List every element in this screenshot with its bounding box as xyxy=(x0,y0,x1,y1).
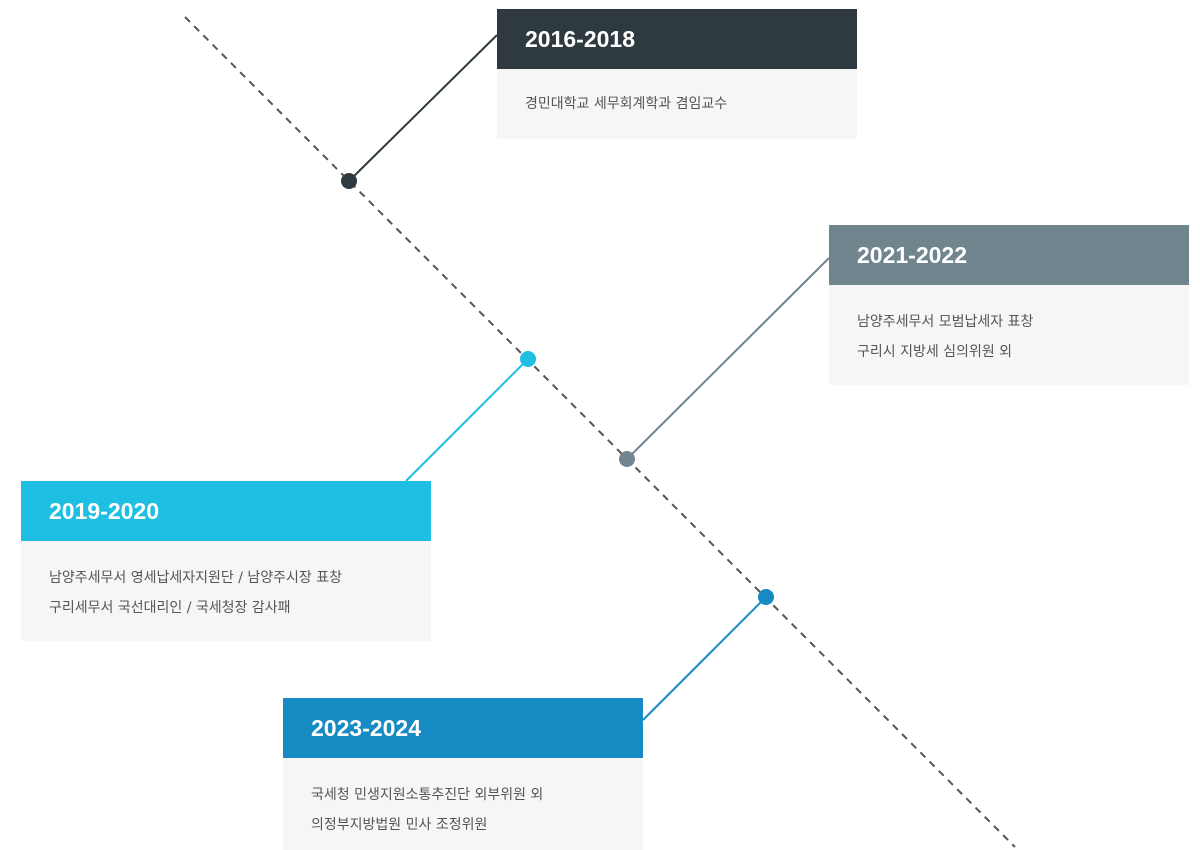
card-description-line: 의정부지방법원 민사 조정위원 xyxy=(311,817,488,833)
card-description-line: 남양주세무서 모범납세자 표창 xyxy=(857,314,1034,330)
card-description-line: 구리세무서 국선대리인 / 국세청장 감사패 xyxy=(49,600,291,616)
card-period: 2023-2024 xyxy=(311,714,421,741)
card-period-header: 2019-2020 xyxy=(21,481,431,541)
connector-2023 xyxy=(642,596,767,721)
timeline-card-2019: 2019-2020 남양주세무서 영세납세자지원단 / 남양주시장 표창 구리세… xyxy=(21,481,431,641)
card-period: 2021-2022 xyxy=(857,241,967,268)
card-period-header: 2016-2018 xyxy=(497,9,857,69)
connector-2016 xyxy=(348,34,498,182)
card-description: 국세청 민생지원소통추진단 외부위원 외 의정부지방법원 민사 조정위원 xyxy=(283,758,643,850)
card-period: 2019-2020 xyxy=(49,497,159,524)
card-period: 2016-2018 xyxy=(525,25,635,52)
timeline-dot-2023 xyxy=(758,589,774,605)
connector-2019 xyxy=(405,358,529,482)
timeline-axis xyxy=(184,16,1016,848)
card-description: 남양주세무서 영세납세자지원단 / 남양주시장 표창 구리세무서 국선대리인 /… xyxy=(21,541,431,641)
timeline-card-2023: 2023-2024 국세청 민생지원소통추진단 외부위원 외 의정부지방법원 민… xyxy=(283,698,643,850)
timeline-dot-2019 xyxy=(520,351,536,367)
card-description: 경민대학교 세무회계학과 겸임교수 xyxy=(497,69,857,139)
timeline-card-2016: 2016-2018 경민대학교 세무회계학과 겸임교수 xyxy=(497,9,857,139)
card-description-line: 구리시 지방세 심의위원 외 xyxy=(857,344,1013,360)
card-period-header: 2023-2024 xyxy=(283,698,643,758)
timeline-dot-2021 xyxy=(619,451,635,467)
card-period-header: 2021-2022 xyxy=(829,225,1189,285)
timeline-card-2021: 2021-2022 남양주세무서 모범납세자 표창 구리시 지방세 심의위원 외 xyxy=(829,225,1189,385)
card-description-line: 남양주세무서 영세납세자지원단 / 남양주시장 표창 xyxy=(49,570,342,586)
card-description-line: 국세청 민생지원소통추진단 외부위원 외 xyxy=(311,787,544,803)
card-description-line: 경민대학교 세무회계학과 겸임교수 xyxy=(525,96,728,112)
connector-2021 xyxy=(626,257,830,460)
card-description: 남양주세무서 모범납세자 표창 구리시 지방세 심의위원 외 xyxy=(829,285,1189,385)
timeline-dot-2016 xyxy=(341,173,357,189)
